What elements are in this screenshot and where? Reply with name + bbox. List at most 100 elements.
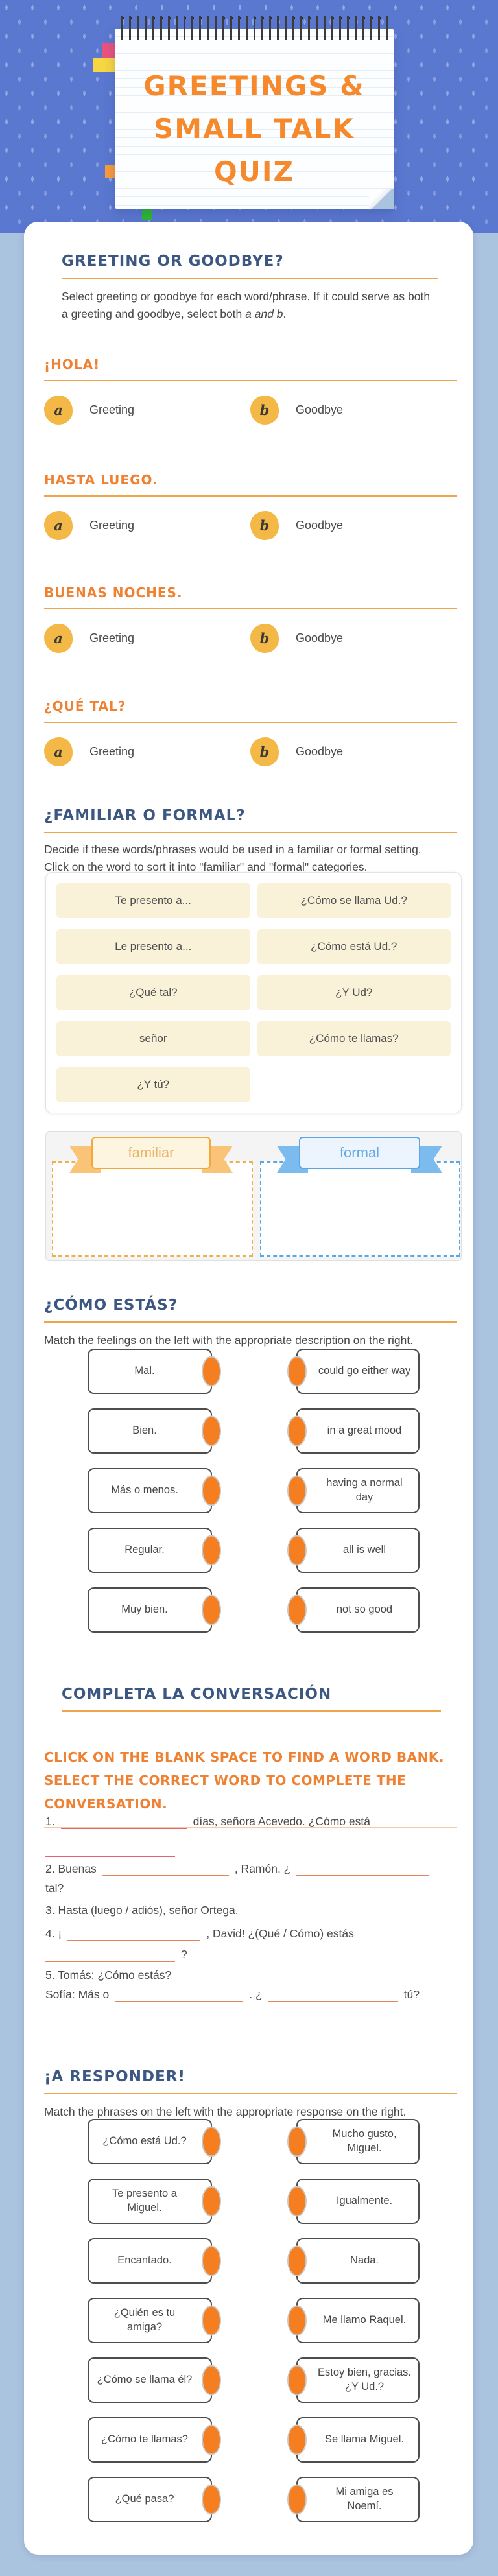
match-connector[interactable] bbox=[287, 2305, 307, 2336]
fill-blank[interactable] bbox=[102, 1863, 229, 1876]
match-connector[interactable] bbox=[202, 1356, 221, 1387]
match-connector[interactable] bbox=[287, 1594, 307, 1625]
fill-blank[interactable] bbox=[67, 1928, 201, 1941]
formal-dropzone[interactable] bbox=[260, 1161, 460, 1257]
option-b-badge: b bbox=[250, 624, 279, 653]
conversation-line-4: 4. ¡, David! ¿(Qué / Cómo) estás bbox=[45, 1924, 454, 1943]
conversation-line-2-wrap: tal? bbox=[45, 1879, 454, 1897]
match-connector[interactable] bbox=[287, 1475, 307, 1506]
heading-underline bbox=[44, 832, 457, 833]
section-a-responder: ¡A RESPONDER! Match the phrases on the l… bbox=[44, 2068, 457, 2529]
match-connector[interactable] bbox=[287, 2245, 307, 2276]
match-connector[interactable] bbox=[202, 2305, 221, 2336]
option-a-badge: a bbox=[44, 511, 73, 540]
option-goodbye[interactable]: b Goodbye bbox=[250, 737, 456, 766]
match-connector[interactable] bbox=[202, 2365, 221, 2396]
match-item-right: Estoy bien, gracias. ¿Y Ud.? bbox=[287, 2357, 420, 2403]
familiar-label: familiar bbox=[91, 1137, 211, 1169]
match-connector[interactable] bbox=[287, 1356, 307, 1387]
match-connector[interactable] bbox=[202, 1535, 221, 1566]
match-left-text: ¿Cómo se llama él? bbox=[97, 2374, 193, 2386]
section-instructions: Match the feelings on the left with the … bbox=[44, 1334, 414, 1347]
question-prompt: ¡HOLA! bbox=[44, 357, 101, 372]
match-left-text: Encantado. bbox=[117, 2254, 172, 2267]
line-text: 4. ¡ bbox=[45, 1927, 62, 1940]
match-right-text: Nada. bbox=[350, 2254, 379, 2267]
match-connector[interactable] bbox=[287, 1415, 307, 1447]
sticky-tab-yellow bbox=[93, 58, 115, 72]
option-goodbye[interactable]: b Goodbye bbox=[250, 396, 456, 425]
section-heading: ¿CÓMO ESTÁS? bbox=[44, 1297, 178, 1314]
match-row: Más o menos. having a normal day bbox=[44, 1468, 457, 1513]
option-goodbye[interactable]: b Goodbye bbox=[250, 624, 456, 653]
word-chip[interactable]: ¿Cómo se llama Ud.? bbox=[257, 883, 451, 918]
conversation-line-1: 1.días, señora Acevedo. ¿Cómo está bbox=[45, 1812, 454, 1830]
option-greeting[interactable]: a Greeting bbox=[44, 396, 250, 425]
option-a-badge: a bbox=[44, 396, 73, 425]
match-connector[interactable] bbox=[287, 2365, 307, 2396]
match-connector[interactable] bbox=[202, 2424, 221, 2455]
word-chip[interactable]: ¿Y Ud? bbox=[257, 975, 451, 1010]
match-row: Te presento a Miguel. Igualmente. bbox=[44, 2179, 457, 2224]
category-sorter: familiar formal bbox=[45, 1131, 462, 1261]
instruction-line1: Decide if these words/phrases would be u… bbox=[44, 843, 421, 856]
section-familiar-o-formal: ¿FAMILIAR O FORMAL? Decide if these word… bbox=[44, 807, 462, 1297]
word-bank: Te presento a... ¿Cómo se llama Ud.? Le … bbox=[45, 872, 462, 1113]
match-item-left: Te presento a Miguel. bbox=[88, 2179, 221, 2224]
match-connector[interactable] bbox=[287, 2424, 307, 2455]
match-row: ¿Cómo está Ud.? Mucho gusto, Miguel. bbox=[44, 2119, 457, 2164]
match-connector[interactable] bbox=[202, 2245, 221, 2276]
word-chip[interactable]: ¿Qué tal? bbox=[56, 975, 250, 1010]
question-underline bbox=[44, 495, 457, 497]
fill-blank[interactable] bbox=[296, 1863, 430, 1876]
match-connector[interactable] bbox=[202, 2484, 221, 2515]
match-connector[interactable] bbox=[202, 2186, 221, 2217]
fill-blank[interactable] bbox=[45, 1844, 175, 1857]
sticky-tab-green bbox=[142, 206, 152, 220]
word-chip[interactable]: Le presento a... bbox=[56, 929, 250, 964]
match-item-left: Regular. bbox=[88, 1528, 221, 1573]
question-hola: ¡HOLA! a Greeting b Goodbye bbox=[44, 357, 457, 425]
word-chip[interactable]: señor bbox=[56, 1021, 250, 1056]
word-chip[interactable]: ¿Cómo está Ud.? bbox=[257, 929, 451, 964]
conversation-line-5a: 5. Tomás: ¿Cómo estás? bbox=[45, 1966, 454, 1984]
match-right-text: Estoy bien, gracias. ¿Y Ud.? bbox=[318, 2367, 411, 2393]
word-chip[interactable]: Te presento a... bbox=[56, 883, 250, 918]
line-text: 2. Buenas bbox=[45, 1862, 97, 1875]
match-right-text: not so good bbox=[336, 1603, 393, 1616]
spiral-binding-icon bbox=[119, 16, 390, 40]
word-chip[interactable]: ¿Cómo te llamas? bbox=[257, 1021, 451, 1056]
familiar-dropzone[interactable] bbox=[52, 1161, 253, 1257]
match-connector[interactable] bbox=[287, 2186, 307, 2217]
question-underline bbox=[44, 608, 457, 609]
word-chip[interactable]: ¿Y tú? bbox=[56, 1067, 250, 1102]
match-left-text: ¿Cómo te llamas? bbox=[101, 2433, 188, 2446]
question-underline bbox=[44, 722, 457, 723]
instruction-text-end: . bbox=[283, 307, 287, 320]
option-greeting[interactable]: a Greeting bbox=[44, 511, 250, 540]
section-completa-conversacion: COMPLETA LA CONVERSACIÓN CLICK ON THE BL… bbox=[44, 1686, 457, 2068]
match-connector[interactable] bbox=[287, 2126, 307, 2157]
match-right-text: Me llamo Raquel. bbox=[322, 2314, 407, 2326]
option-b-label: Goodbye bbox=[296, 745, 344, 758]
match-row: Mal. could go either way bbox=[44, 1349, 457, 1394]
heading-underline bbox=[44, 2093, 457, 2094]
option-greeting[interactable]: a Greeting bbox=[44, 624, 250, 653]
fill-blank[interactable] bbox=[268, 1989, 398, 2002]
section-heading: ¿FAMILIAR O FORMAL? bbox=[44, 807, 246, 824]
match-connector[interactable] bbox=[202, 1415, 221, 1447]
fill-blank[interactable] bbox=[45, 1949, 175, 1962]
section-heading: GREETING OR GOODBYE? bbox=[62, 253, 284, 270]
match-connector[interactable] bbox=[287, 2484, 307, 2515]
match-item-left: ¿Quién es tu amiga? bbox=[88, 2298, 221, 2343]
match-right-text: Igualmente. bbox=[336, 2195, 393, 2207]
match-connector[interactable] bbox=[202, 1594, 221, 1625]
match-connector[interactable] bbox=[287, 1535, 307, 1566]
option-greeting[interactable]: a Greeting bbox=[44, 737, 250, 766]
fill-blank[interactable] bbox=[115, 1989, 244, 2002]
match-connector[interactable] bbox=[202, 1475, 221, 1506]
option-goodbye[interactable]: b Goodbye bbox=[250, 511, 456, 540]
match-connector[interactable] bbox=[202, 2126, 221, 2157]
option-b-badge: b bbox=[250, 737, 279, 766]
fill-blank[interactable] bbox=[60, 1816, 187, 1829]
